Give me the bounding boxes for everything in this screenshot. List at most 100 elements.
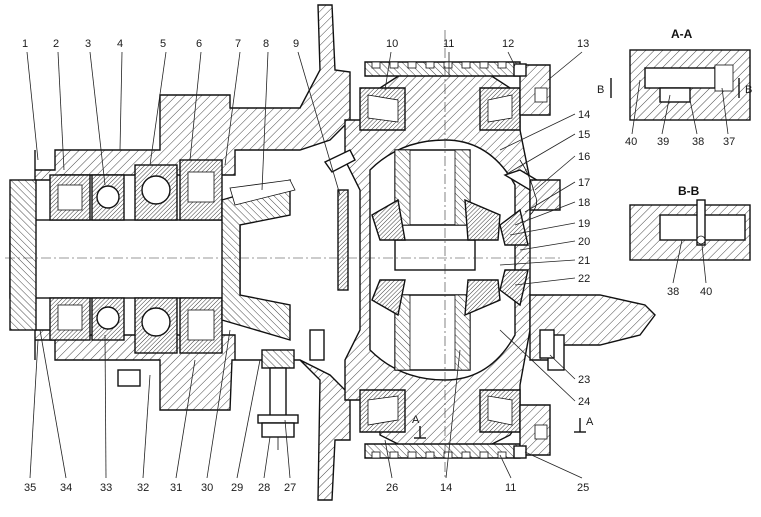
section-aa: A-A B B 40 39 38 37	[597, 27, 752, 148]
callout: 22	[578, 273, 590, 285]
pinion-teeth	[229, 179, 296, 206]
planet-gear-left	[371, 198, 406, 241]
section-aa-title: A-A	[671, 27, 693, 41]
section-bb-hole	[696, 235, 706, 245]
callout: 16	[578, 151, 590, 163]
planet-gear-right	[464, 198, 501, 241]
callout: 29	[231, 482, 243, 494]
callout: 32	[137, 482, 149, 494]
callout: 20	[578, 236, 590, 248]
callout: 23	[578, 374, 590, 386]
differential-pinion-shaft	[394, 239, 476, 271]
section-bb: B-B 38 40	[629, 184, 751, 298]
section-bb-pin	[696, 199, 706, 246]
cut-mark-a-left: A	[412, 414, 426, 439]
callout: 5	[160, 38, 166, 50]
cover-bolt-bottom	[534, 424, 548, 440]
callout: 40	[625, 136, 637, 148]
callout: 18	[578, 197, 590, 209]
callout: 38	[692, 136, 704, 148]
stud-assembly	[257, 349, 299, 450]
callout: 10	[386, 38, 398, 50]
callout: 17	[578, 177, 590, 189]
cross-pin	[337, 189, 349, 291]
callout: 19	[578, 218, 590, 230]
cover-bolt-top	[534, 87, 548, 103]
nut-12	[513, 63, 527, 77]
callout: 3	[85, 38, 91, 50]
input-shaft	[9, 219, 241, 299]
callout: 30	[201, 482, 213, 494]
callout: 27	[284, 482, 296, 494]
bolt-31	[309, 329, 325, 361]
lever-spring	[519, 159, 538, 216]
lock-sleeve	[499, 208, 529, 246]
bolt-32	[117, 369, 141, 387]
callout: 33	[100, 482, 112, 494]
side-gear-upper	[394, 149, 471, 226]
leaders-right	[499, 113, 576, 402]
cut-label: A	[586, 416, 594, 428]
lock-sleeve-lower	[499, 269, 529, 307]
callout: 8	[263, 38, 269, 50]
callouts-right: 14 15 16 17 18 19 20 21 22 23 24	[578, 109, 590, 408]
main-section-view	[5, 4, 656, 501]
drive-pinion	[221, 179, 291, 341]
bearing-housing-lower	[34, 329, 351, 501]
top-cap-notches	[371, 61, 507, 69]
section-bb-title: B-B	[678, 184, 700, 198]
bolt-23	[539, 329, 555, 359]
roller-bearing-left	[49, 174, 91, 341]
bearing-housing	[34, 4, 351, 181]
callout: 25	[577, 482, 589, 494]
callout: 40	[700, 286, 712, 298]
callout: 12	[502, 38, 514, 50]
section-aa-splines	[714, 64, 734, 92]
leaders-top	[26, 51, 583, 196]
callout: 38	[667, 286, 679, 298]
callout: 1	[22, 38, 28, 50]
callout: 31	[170, 482, 182, 494]
bottom-cap-notches	[371, 451, 507, 459]
callout: 35	[24, 482, 36, 494]
callout: 11	[443, 38, 454, 50]
callout: 39	[657, 136, 669, 148]
callout: 9	[293, 38, 299, 50]
cut-label: A	[412, 414, 420, 426]
callout: 13	[577, 38, 589, 50]
shaft-end-flange	[9, 179, 37, 331]
section-aa-bore	[644, 67, 716, 89]
leaders-bottom	[29, 329, 583, 479]
nut-25	[513, 445, 527, 459]
callout: 4	[117, 38, 123, 50]
callouts-bottom: 35 34 33 32 31 30 29 28 27 26 14 11 25	[24, 482, 589, 494]
tapered-bearing-top	[359, 87, 521, 131]
roller-bearing-7	[179, 159, 223, 354]
section-aa-arrow-b-left: B	[597, 84, 604, 96]
section-aa-key	[659, 87, 691, 103]
callout: 14	[440, 482, 452, 494]
ball-bearing-3	[91, 174, 125, 341]
callout: 14	[578, 109, 590, 121]
tapered-bearing-bottom	[359, 389, 521, 433]
output-mount-upper	[529, 179, 561, 211]
lever-arm	[323, 149, 356, 173]
ball-bearing-6	[134, 164, 178, 354]
callouts-top: 1 2 3 4 5 6 7 8 9 10 11 12 13	[22, 38, 589, 50]
callout: 2	[53, 38, 59, 50]
cut-mark-a-right: A	[574, 416, 594, 433]
section-aa-arrow-b-right: B	[745, 84, 752, 96]
callout: 21	[578, 255, 590, 267]
callout: 37	[723, 136, 735, 148]
callout: 24	[578, 396, 590, 408]
callout: 11	[505, 482, 516, 494]
callout: 6	[196, 38, 202, 50]
planet-gear-left-lower	[371, 279, 406, 317]
callout: 7	[235, 38, 241, 50]
callout: 26	[386, 482, 398, 494]
callout: 34	[60, 482, 72, 494]
planet-gear-right-lower	[464, 279, 501, 317]
callout: 15	[578, 129, 590, 141]
callout: 28	[258, 482, 270, 494]
